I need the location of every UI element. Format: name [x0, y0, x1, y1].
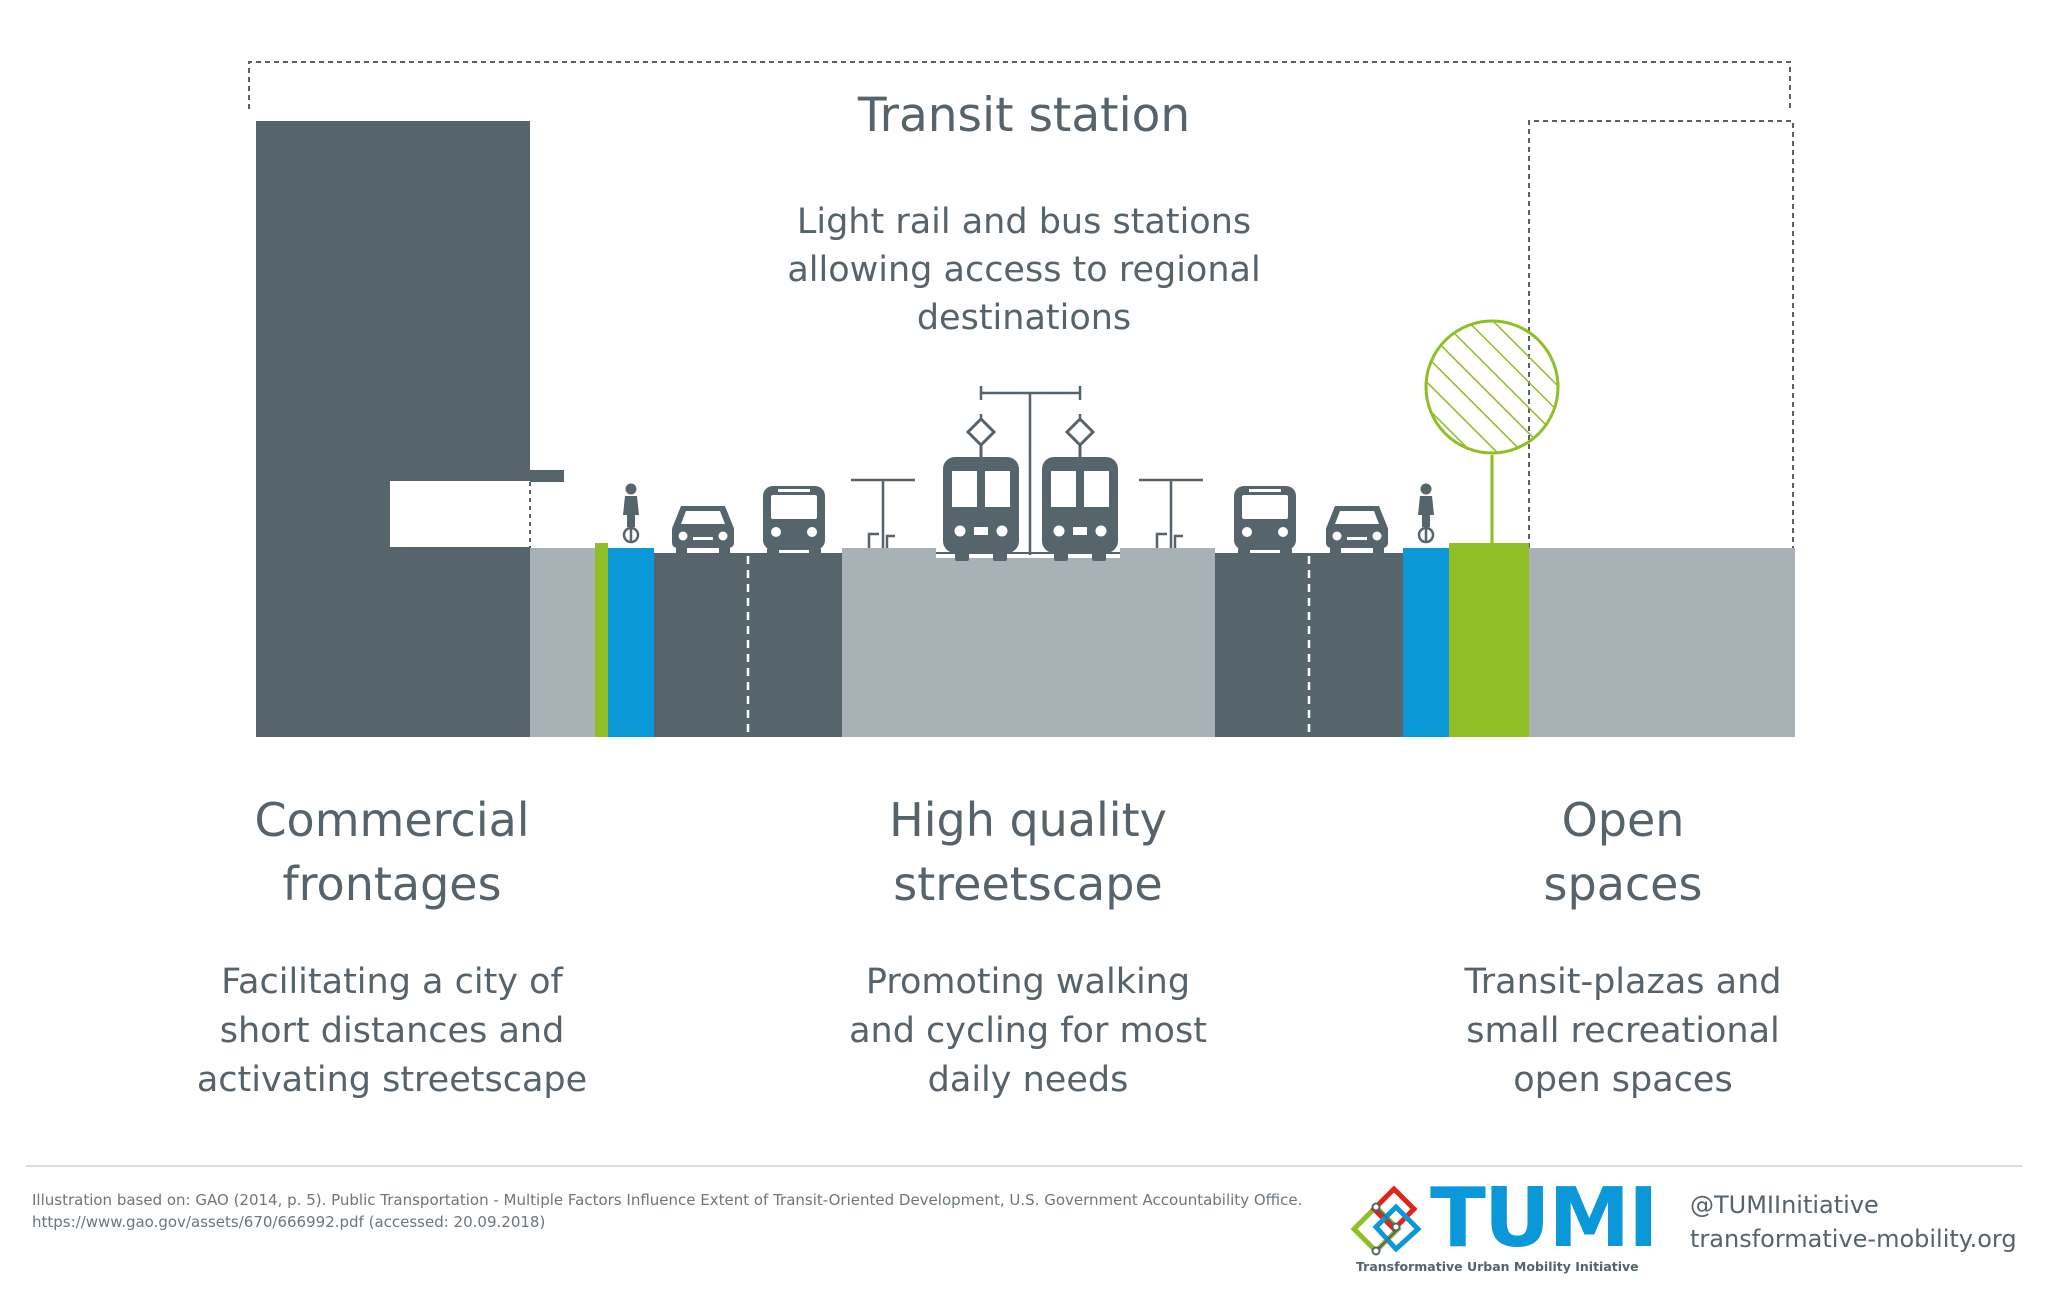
open-space-outline [1528, 120, 1794, 548]
twitter-handle[interactable]: @TUMIInitiative [1690, 1191, 1879, 1219]
commercial-frontages-description: Facilitating a city of short distances a… [196, 962, 588, 1100]
source-link[interactable]: https://www.gao.gov/assets/670/666992.pd… [32, 1213, 546, 1231]
road-cross-section [530, 543, 1795, 737]
open-spaces-heading: Open spaces [1543, 793, 1703, 911]
logo-wordmark: TUMI [1430, 1171, 1659, 1266]
social-links: @TUMIInitiative transformative-mobility.… [1690, 1188, 2017, 1256]
street-lamp-icon [1137, 478, 1205, 550]
tumi-logo[interactable]: TUMI Transformative Urban Mobility Initi… [1346, 1171, 1659, 1283]
cyclist-icon [621, 482, 641, 544]
car-icon [672, 506, 734, 555]
website-link[interactable]: transformative-mobility.org [1690, 1225, 2017, 1253]
source-citation: Illustration based on: GAO (2014, p. 5).… [32, 1191, 1303, 1209]
tumi-logo-icon [1350, 1185, 1422, 1256]
bus-icon [763, 486, 825, 558]
tree-icon [1424, 319, 1560, 543]
building-icon [256, 121, 564, 737]
street-lamp-icon [849, 478, 917, 550]
bus-icon [1234, 486, 1296, 558]
car-icon [1326, 506, 1388, 555]
footer-source: Illustration based on: GAO (2014, p. 5).… [32, 1189, 1332, 1233]
cyclist-icon [1416, 482, 1436, 544]
commercial-frontages-heading: Commercial frontages [254, 793, 530, 911]
catenary [979, 386, 1082, 555]
tram-icon [941, 417, 1021, 563]
tram-icon [1040, 417, 1120, 563]
streetscape-description: Promoting walking and cycling for most d… [849, 962, 1207, 1100]
station-title: Transit station [857, 88, 1191, 143]
streetscape-heading: High quality streetscape [889, 793, 1167, 911]
logo-tagline: Transformative Urban Mobility Initiative [1356, 1259, 1639, 1274]
footer-divider [26, 1165, 2022, 1167]
open-spaces-description: Transit-plazas and small recreational op… [1464, 962, 1782, 1100]
station-outline [248, 61, 1791, 109]
station-description: Light rail and bus stations allowing acc… [787, 202, 1261, 338]
